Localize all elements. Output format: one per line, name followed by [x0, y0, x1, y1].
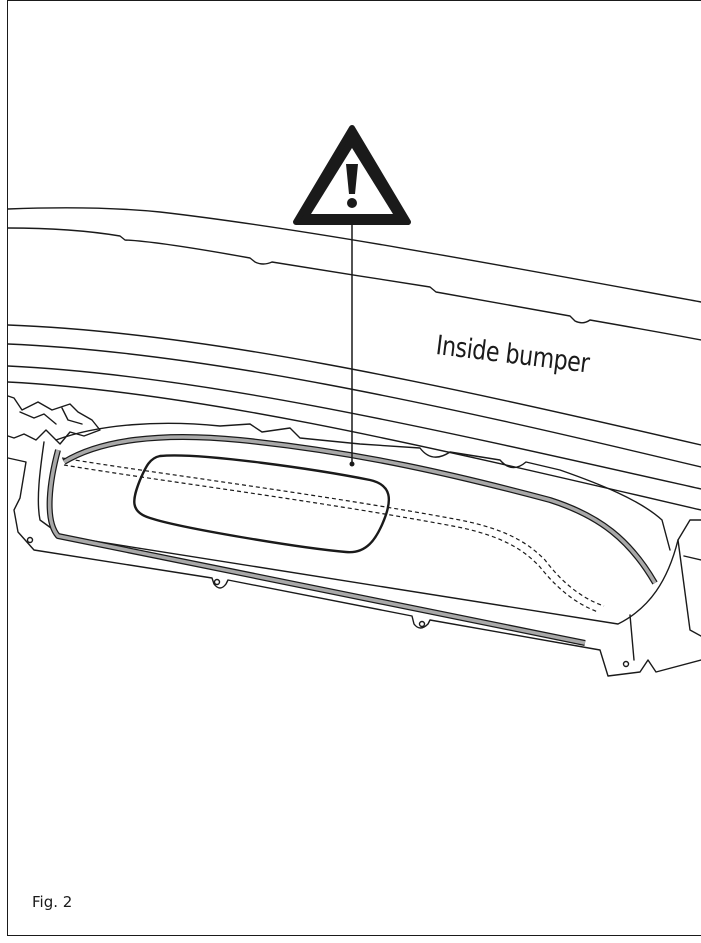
bumper-top-edge: [7, 207, 701, 303]
sensor-area-outline: [133, 454, 391, 554]
bumper-top-rib: [7, 227, 701, 341]
skirt-right: [629, 539, 701, 661]
warning-leader-dot: [349, 461, 355, 467]
skirt-inner: [37, 441, 701, 625]
bolt-hole: [213, 578, 221, 586]
skirt-right-2: [683, 555, 701, 561]
skirt-outline: [7, 457, 701, 677]
bumper-band-lower: [7, 343, 701, 468]
dashed-cable-route-2: [63, 464, 599, 613]
bumper-crumple-inner: [19, 407, 83, 425]
inner-contour: [55, 422, 671, 551]
figure-caption: Fig. 2: [32, 893, 73, 911]
bumper-band-upper: [7, 324, 701, 446]
bumper-crumple: [7, 395, 101, 445]
warning-triangle-icon: [293, 125, 411, 225]
dashed-cable-route: [61, 457, 605, 607]
bumper-band-lower-3: [7, 381, 701, 511]
bumper-band-lower-2: [7, 365, 701, 490]
bolt-hole: [418, 620, 426, 628]
bolt-hole: [622, 660, 630, 668]
bolt-hole: [26, 536, 34, 544]
page-frame: [7, 0, 701, 936]
